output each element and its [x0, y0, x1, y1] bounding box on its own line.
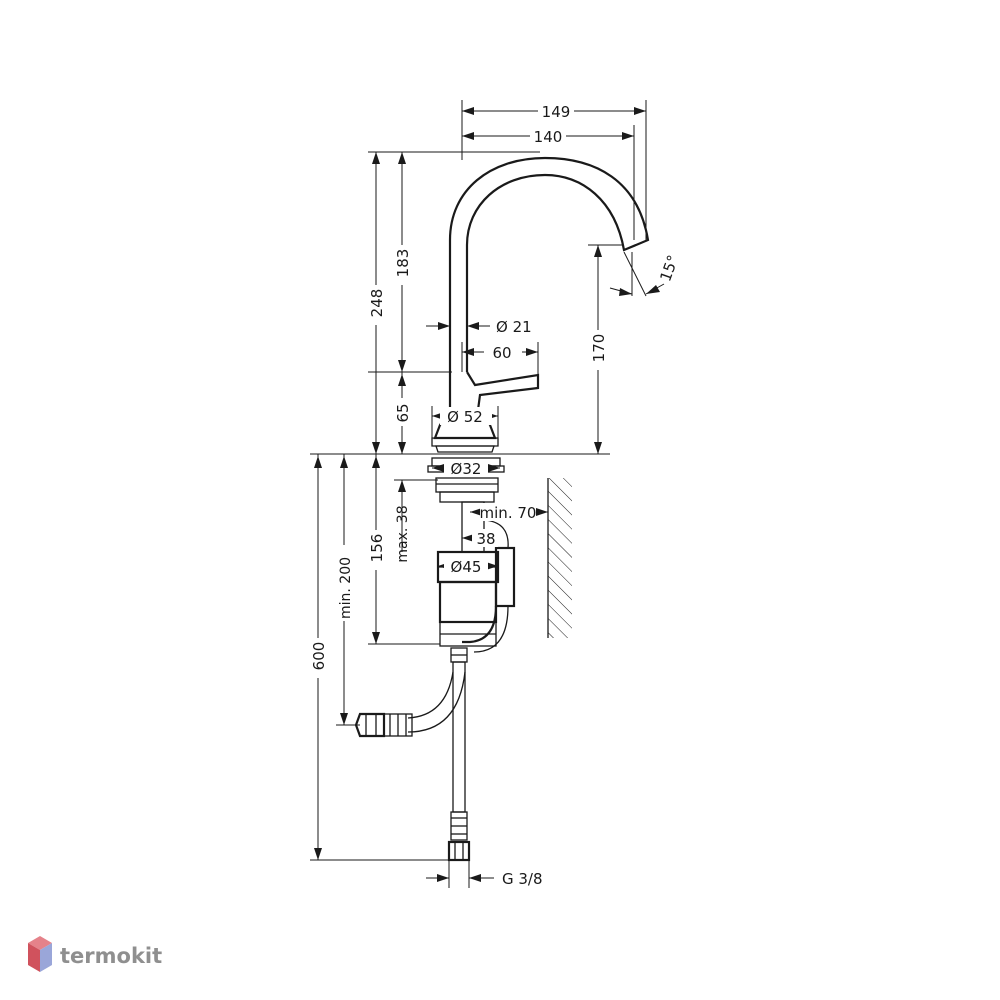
dim-diameter-45: Ø45	[451, 558, 482, 576]
logo-cube-right	[40, 943, 52, 972]
dim-38: 38	[476, 530, 495, 548]
termokit-logo: termokit	[28, 936, 162, 972]
dim-diameter-32: Ø32	[451, 460, 482, 478]
dim-diameter-52: Ø 52	[447, 408, 483, 426]
dim-183: 183	[394, 249, 412, 278]
dimension-lines	[310, 100, 665, 888]
dim-156: 156	[368, 534, 386, 563]
dim-170: 170	[590, 334, 608, 363]
dimension-labels: 149 140 248 183 65 170 15° Ø 21 60 Ø 52 …	[308, 102, 682, 888]
dim-140: 140	[534, 128, 563, 146]
wall-hatching	[547, 478, 572, 638]
dim-60: 60	[492, 344, 511, 362]
dim-diameter-21: Ø 21	[496, 318, 532, 336]
dim-min-200: min. 200	[338, 557, 354, 619]
watermark-brand: termokit	[60, 944, 162, 968]
dim-15-degree: 15°	[656, 253, 682, 284]
faucet-body	[354, 156, 650, 862]
dim-max-38: max. 38	[395, 505, 411, 562]
dim-g-3-8: G 3/8	[502, 870, 543, 888]
dim-149: 149	[542, 103, 571, 121]
dim-600: 600	[310, 642, 328, 671]
dim-65: 65	[394, 403, 412, 422]
dim-248: 248	[368, 289, 386, 318]
logo-cube-left	[28, 943, 40, 972]
dim-min-70: min. 70	[480, 504, 537, 522]
